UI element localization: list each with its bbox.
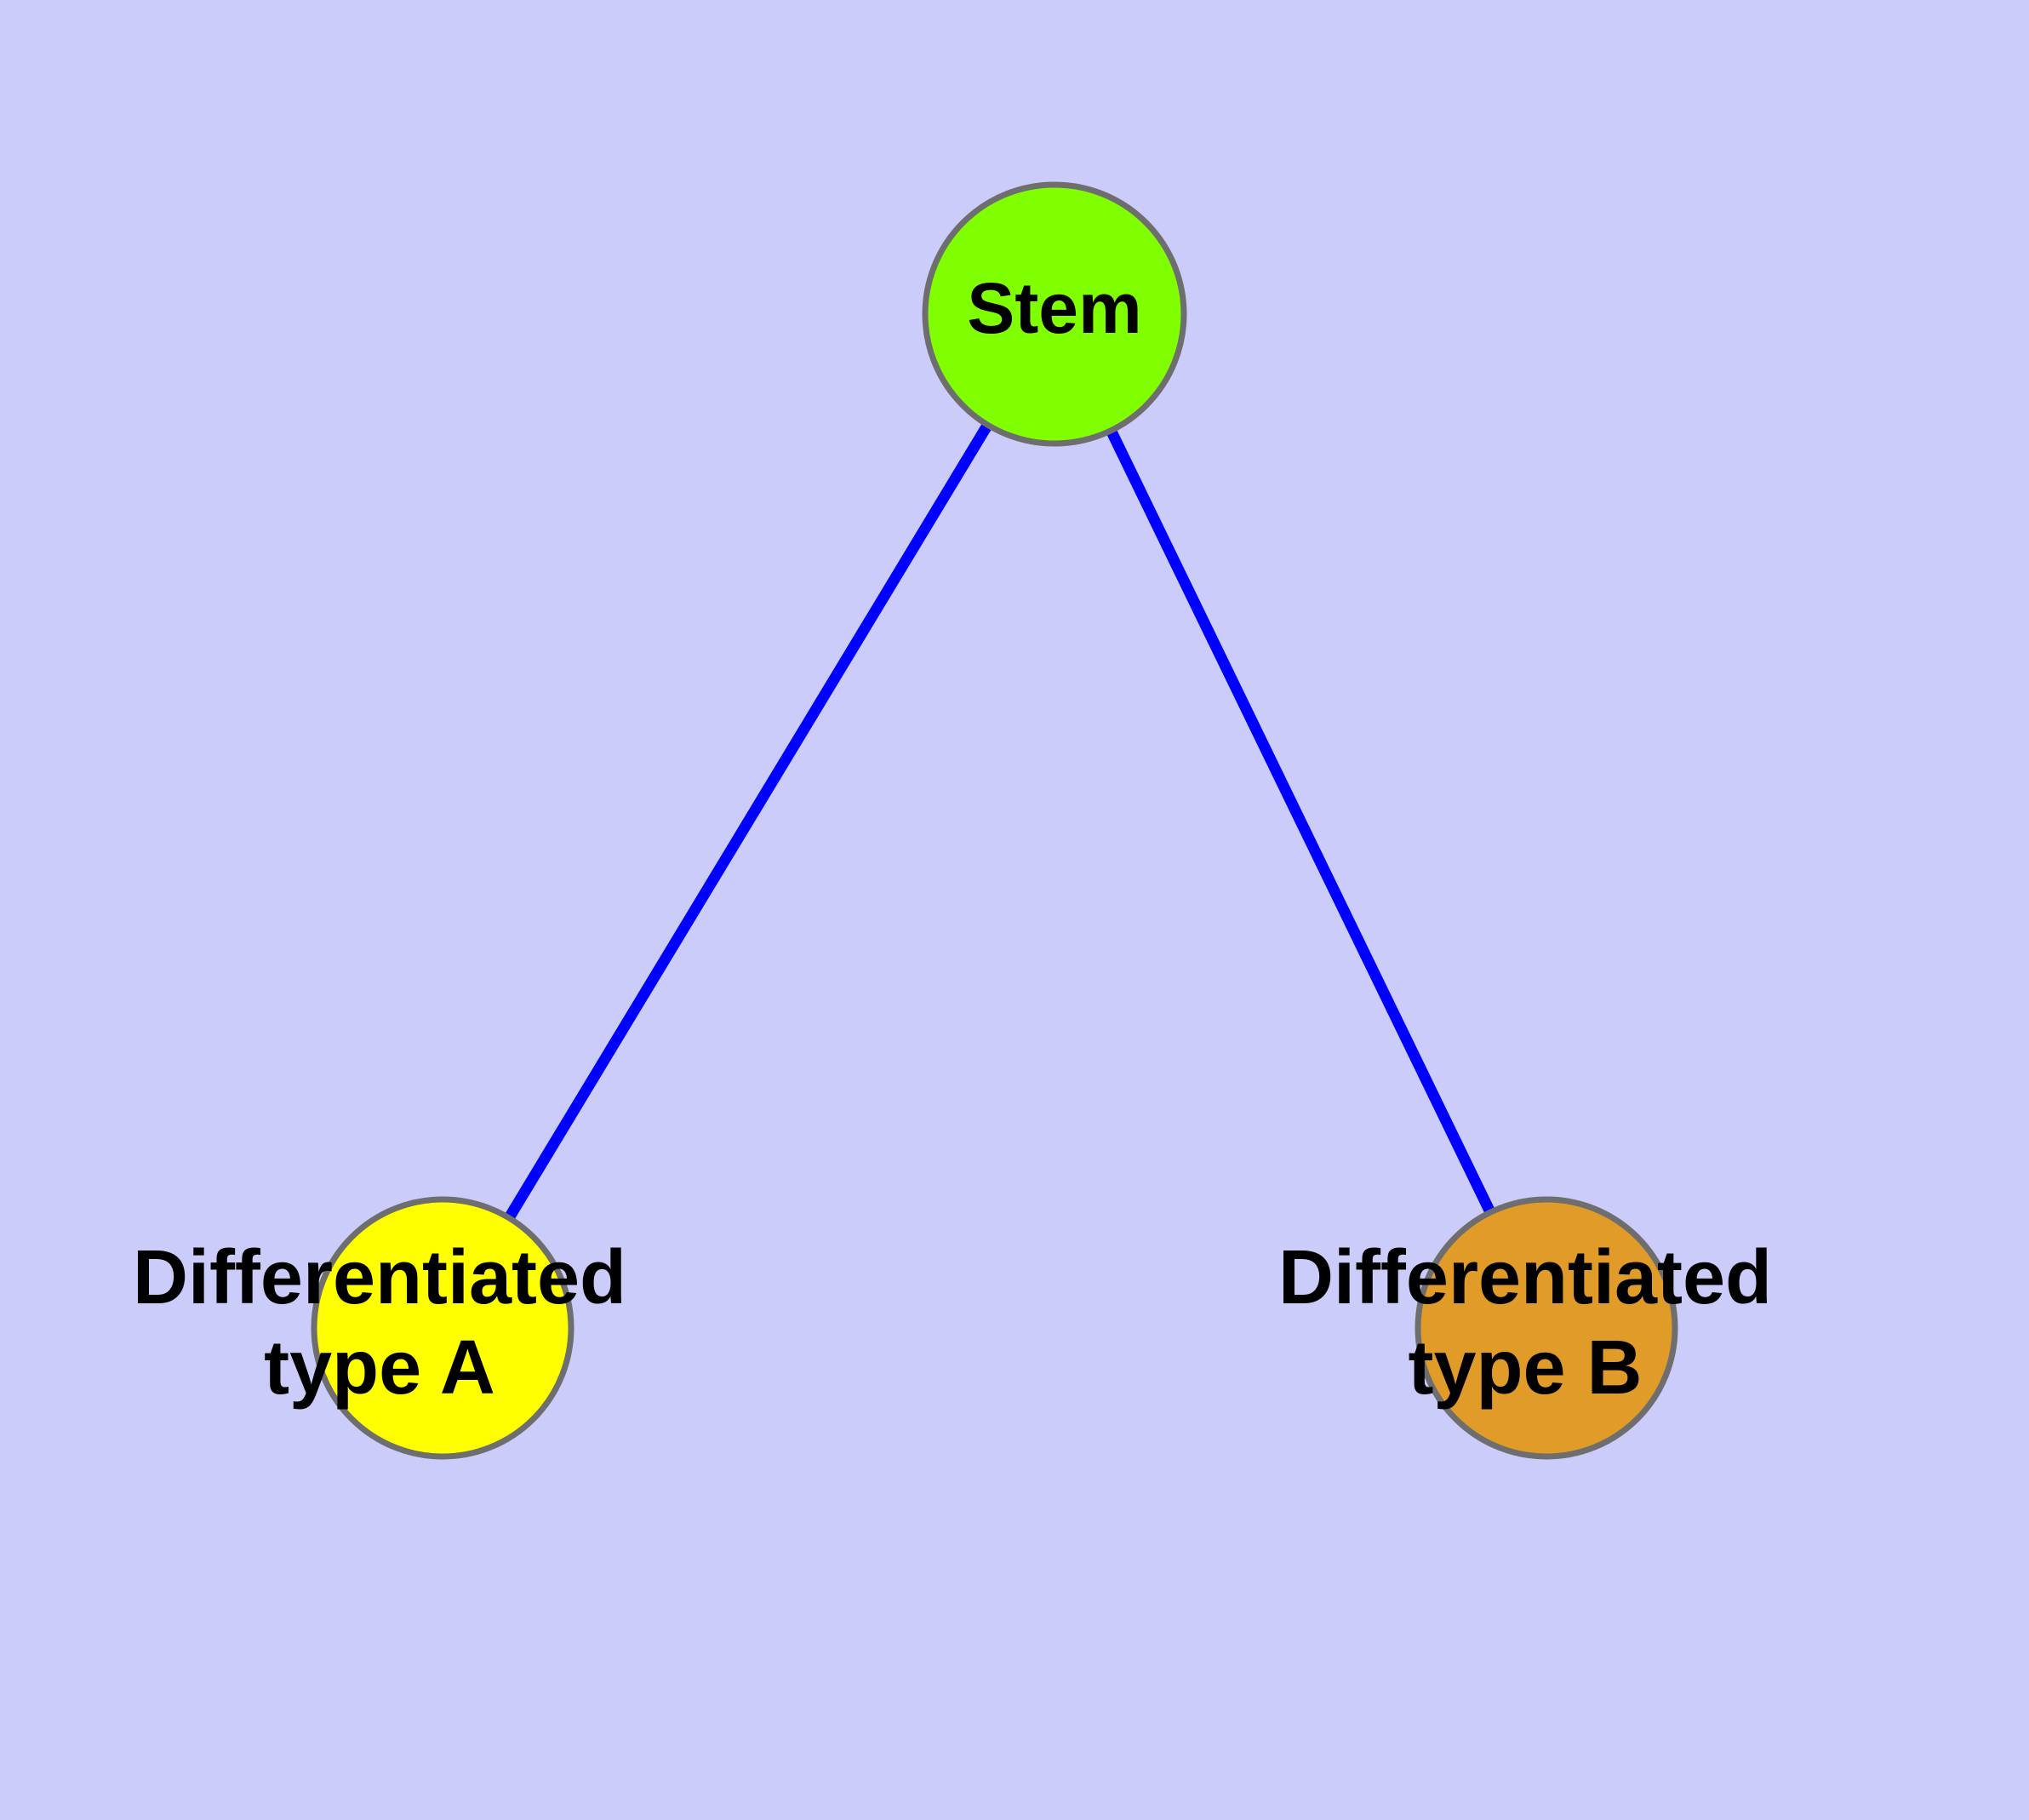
node-differentiated-type-a[interactable] <box>311 1196 574 1460</box>
node-differentiated-type-b-circle[interactable] <box>1415 1196 1678 1460</box>
node-label-stem: Stem <box>967 268 1141 348</box>
node-layer <box>311 181 1678 1460</box>
node-label-line: Differentiated <box>1278 1235 1772 1320</box>
node-stem[interactable] <box>922 181 1187 447</box>
edge-stem-to-differentiated-type-b[interactable] <box>1049 312 1552 1331</box>
node-stem-circle[interactable] <box>922 181 1187 447</box>
node-label-line: type B <box>1408 1325 1642 1411</box>
node-differentiated-type-a-circle[interactable] <box>311 1196 574 1460</box>
node-label-line: type A <box>264 1325 495 1411</box>
node-differentiated-type-b[interactable] <box>1415 1196 1678 1460</box>
edge-layer <box>437 311 1552 1331</box>
node-label-line: Stem <box>967 268 1141 348</box>
edge-stem-to-differentiated-type-a[interactable] <box>437 311 1060 1331</box>
node-label-line: Differentiated <box>133 1235 626 1320</box>
